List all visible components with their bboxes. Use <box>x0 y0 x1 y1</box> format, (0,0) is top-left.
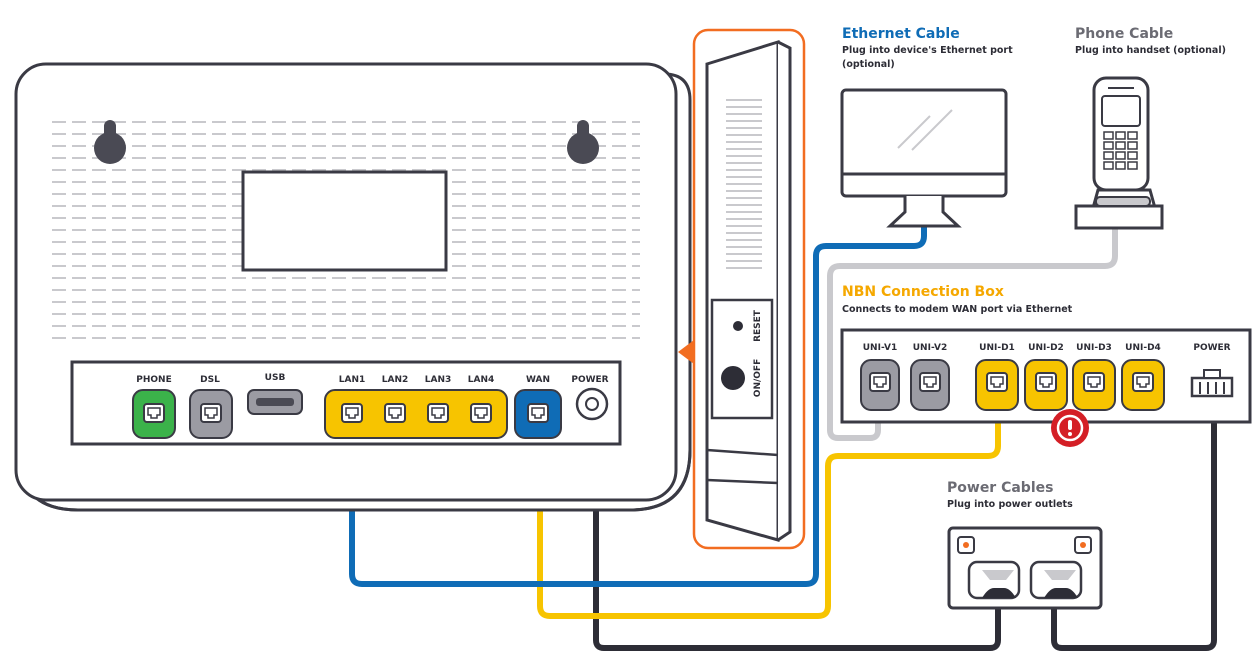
modem-side-view: RESET ON/OFF <box>678 28 806 550</box>
ethernet-desc-line2: (optional) <box>842 59 895 70</box>
uni-d4-label: UNI-D4 <box>1125 343 1161 353</box>
uni-v2-port <box>919 372 941 392</box>
dsl-port <box>200 403 222 423</box>
lan4-port <box>470 403 492 423</box>
nbn-power-cable <box>1051 395 1217 651</box>
uni-d2-port <box>1035 372 1057 392</box>
dsl-port-label: DSL <box>200 375 220 385</box>
uni-v1-label: UNI-V1 <box>863 343 898 353</box>
ethernet-desc-line1: Plug into device's Ethernet port <box>842 45 1013 56</box>
lan-ethernet-cable <box>349 226 927 587</box>
lan3-port-label: LAN3 <box>425 375 452 385</box>
modem-power-cable <box>593 405 1001 651</box>
usb-port-label: USB <box>265 373 286 383</box>
lan4-port-label: LAN4 <box>468 375 495 385</box>
uni-d3-port <box>1083 372 1105 392</box>
nbn-power-label: POWER <box>1193 343 1230 353</box>
mount-hole-left-icon <box>94 120 126 164</box>
lan-ports-group <box>324 389 508 439</box>
modem: PHONE DSL USB LAN1 LAN2 LAN3 LAN4 WAN PO… <box>14 62 692 512</box>
power-cables-desc: Plug into power outlets <box>947 499 1073 510</box>
lan2-port <box>384 403 406 423</box>
wan-port <box>527 403 549 423</box>
nbn-power-socket <box>1190 369 1234 398</box>
mount-hole-right-icon <box>567 120 599 164</box>
handset-icon <box>1074 76 1164 230</box>
modem-label-panel <box>241 170 448 272</box>
nbn-connection-box: UNI-V1 UNI-V2 UNI-D1 UNI-D2 UNI-D3 UNI-D… <box>840 328 1252 424</box>
power-outlet-icon <box>947 526 1103 610</box>
onoff-label: ON/OFF <box>753 359 763 397</box>
reset-button <box>733 321 743 331</box>
uni-d1-label: UNI-D1 <box>979 343 1015 353</box>
power-port-label: POWER <box>571 375 608 385</box>
phone-port <box>143 403 165 423</box>
power-cables-title: Power Cables <box>947 480 1053 496</box>
nbn-title: NBN Connection Box <box>842 284 1004 300</box>
ethernet-title: Ethernet Cable <box>842 26 960 42</box>
uni-v1-port <box>869 372 891 392</box>
uni-d2-label: UNI-D2 <box>1028 343 1064 353</box>
uni-d3-label: UNI-D3 <box>1076 343 1112 353</box>
lan2-port-label: LAN2 <box>382 375 409 385</box>
lan3-port <box>427 403 449 423</box>
phone-desc: Plug into handset (optional) <box>1075 45 1226 56</box>
onoff-button <box>721 366 745 390</box>
lan1-port-label: LAN1 <box>339 375 366 385</box>
phone-port-label: PHONE <box>136 375 171 385</box>
phone-title: Phone Cable <box>1075 26 1173 42</box>
nbn-desc: Connects to modem WAN port via Ethernet <box>842 304 1073 315</box>
computer-icon <box>840 88 1008 228</box>
reset-label: RESET <box>753 309 763 342</box>
uni-d4-port <box>1132 372 1154 392</box>
uni-v2-label: UNI-V2 <box>913 343 948 353</box>
wan-ethernet-cable <box>537 390 1001 619</box>
phone-cable <box>827 228 1118 441</box>
exclamation-icon <box>1051 409 1089 447</box>
lan1-port <box>341 403 363 423</box>
wan-port-label: WAN <box>526 375 550 385</box>
uni-d1-port <box>986 372 1008 392</box>
